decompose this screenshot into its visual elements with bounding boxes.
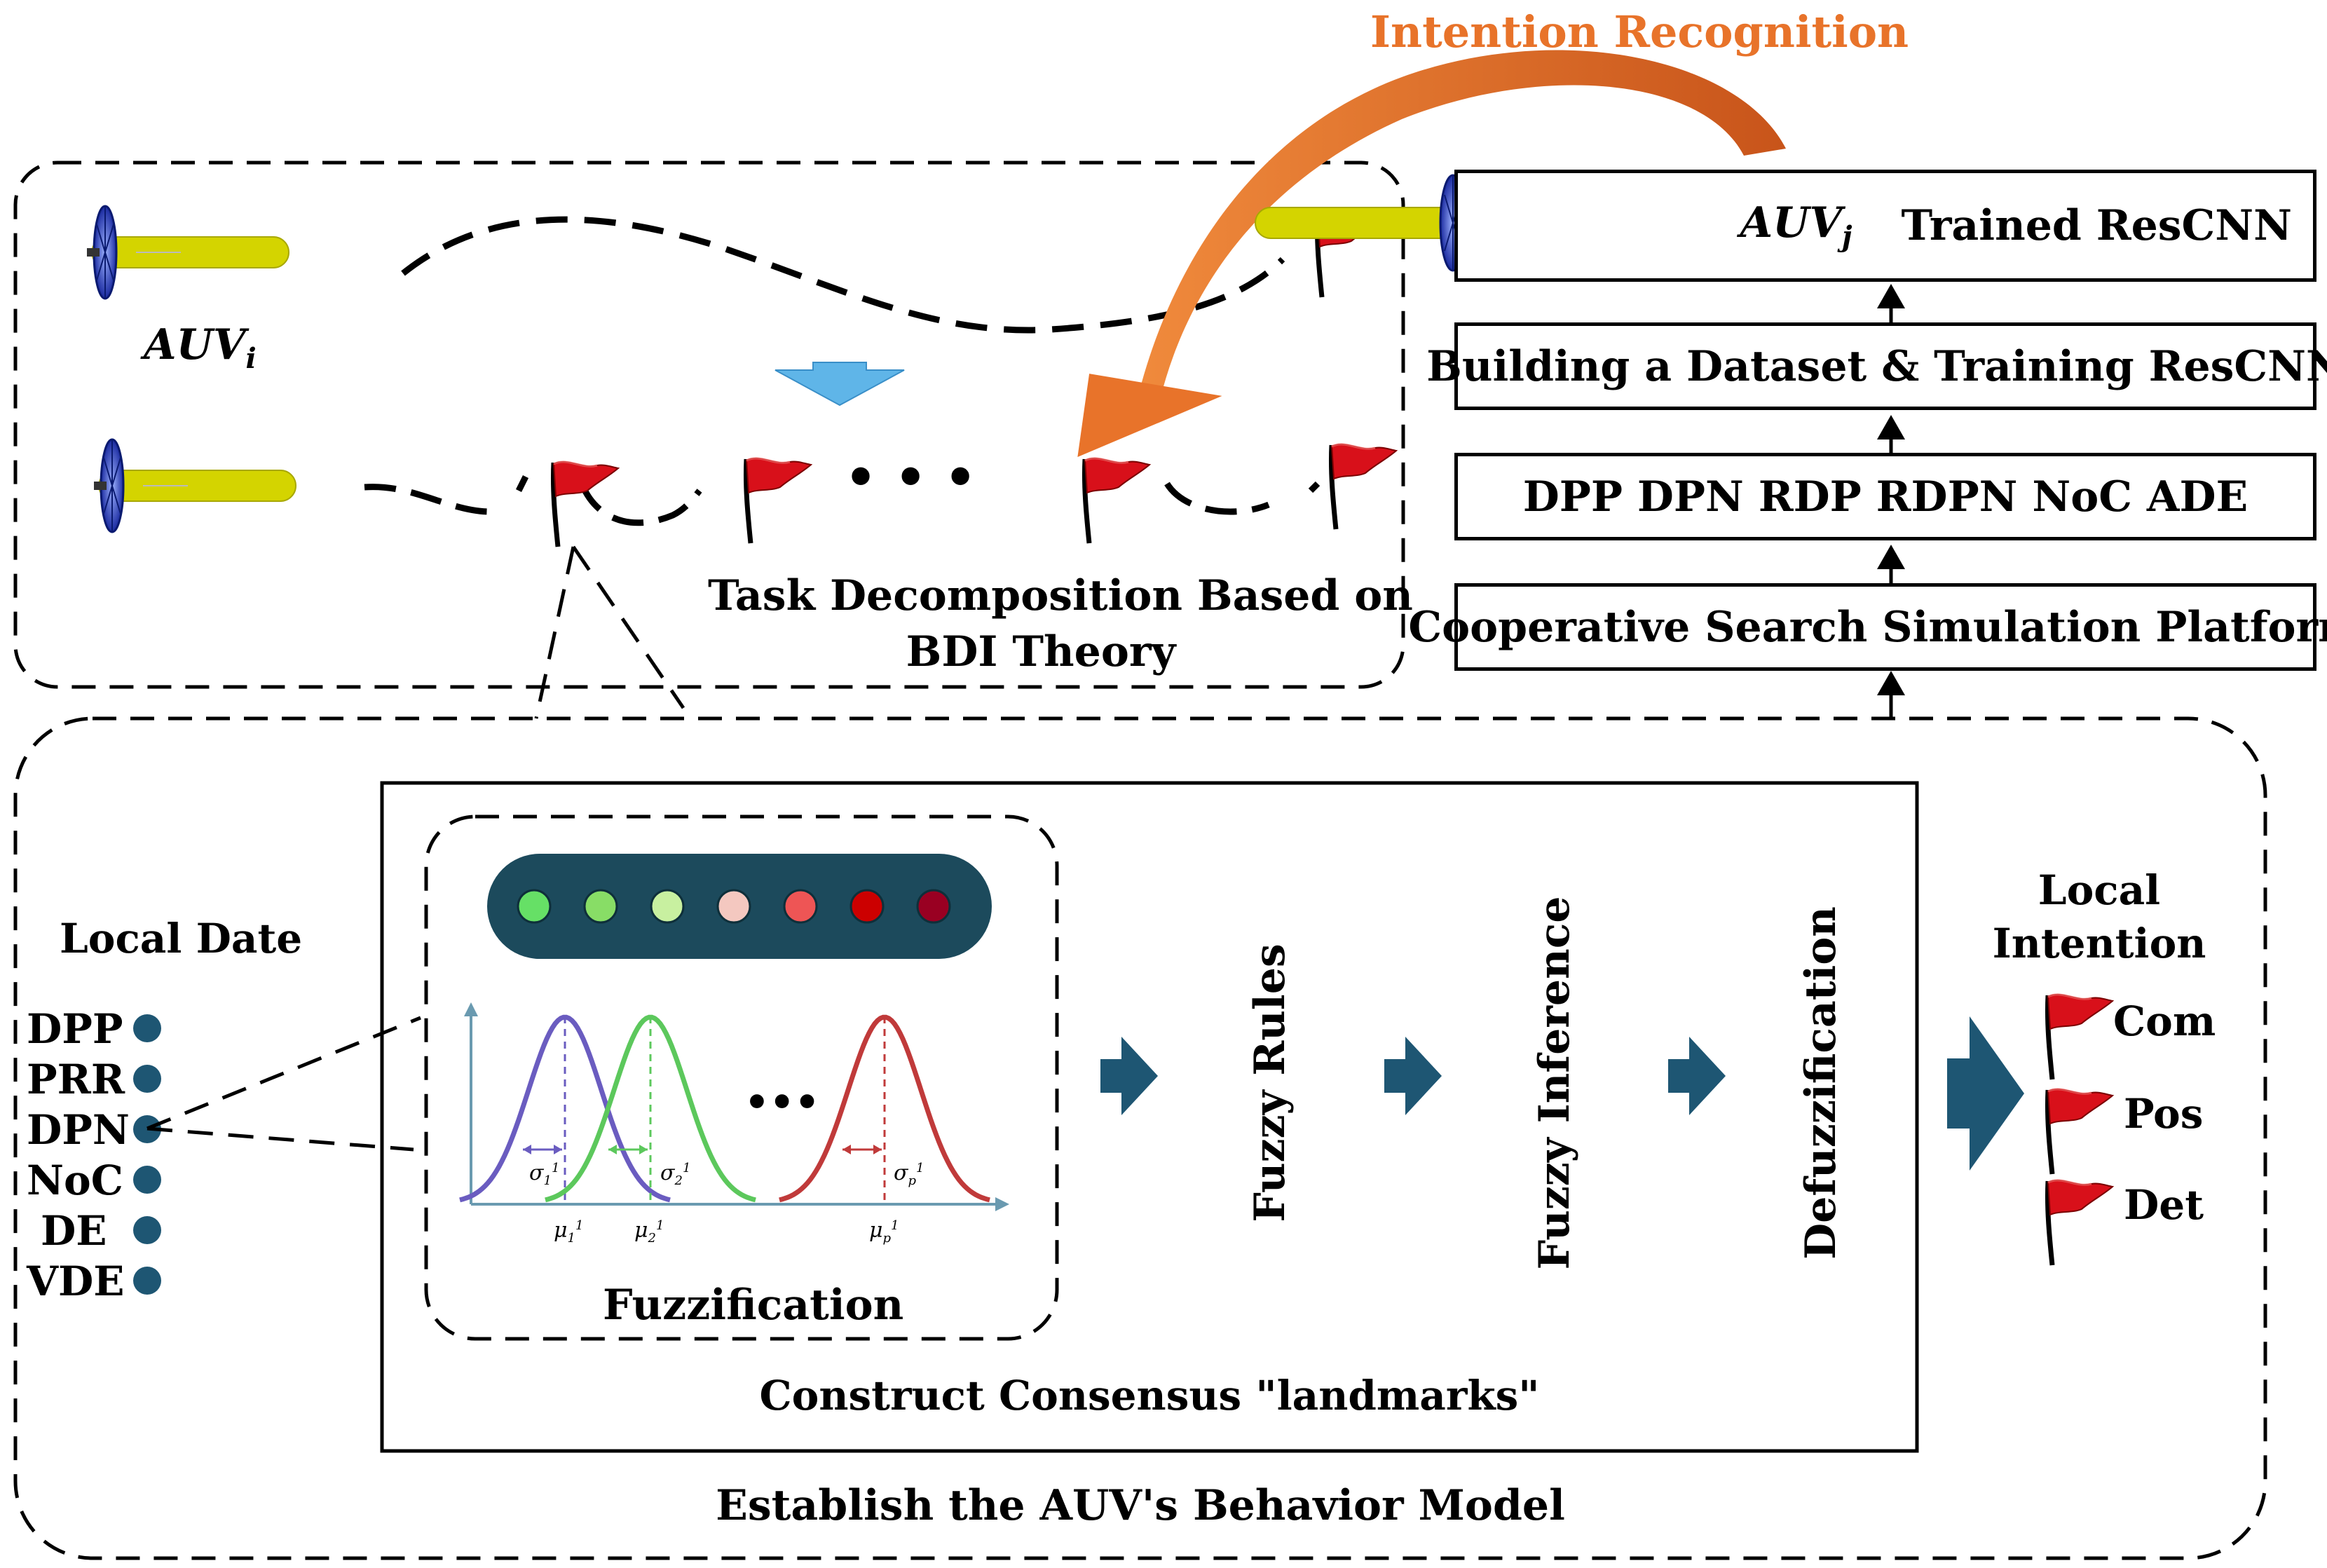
intention-arrow-head [1077,374,1222,457]
subgoal-flag-icon-2 [746,458,811,543]
auv-i-decomposed-icon [93,438,297,533]
behavior-panel-border [13,716,2267,1560]
sub-trajectory-2 [578,482,702,526]
intention-recognition-title: Intention Recognition [1370,6,1909,57]
subgoal-flag-icon-4 [1331,444,1396,529]
stage-defuzzification: Defuzzification [1796,906,1845,1260]
mup-label: μp1 [869,1218,899,1246]
local-data-item: PRR [27,1056,125,1103]
trained-rescnn-box: AUVj Trained ResCNN [1454,170,2316,282]
local-data-dot [133,1065,161,1093]
stage-fuzzy-inference: Fuzzy Inference [1530,896,1579,1270]
stage-arrow-2 [1384,1037,1442,1115]
auv-j-label: AUVj [1740,198,1852,253]
local-intention-title: Local Intention [1992,866,2206,967]
pipeline-arrow-3 [1877,284,1905,308]
pipeline-arrow-1 [1877,545,1905,569]
task-panel-border [13,161,1405,689]
pipeline-arrow-2 [1877,415,1905,439]
sub-trajectory-3 [1164,482,1270,515]
membership-led [716,889,751,924]
local-data-list: DPP PRR DPN NoC DE VDE [27,1004,130,1307]
membership-led [783,889,818,924]
fuzzification-label: Fuzzification [603,1281,904,1330]
local-data-item: NoC [27,1157,123,1204]
intention-flag-icon-pos [2047,1089,2113,1174]
task-caption: Task Decomposition Based on BDI Theory [708,571,1413,676]
output-arrow [1947,1016,2024,1171]
intention-flag-icon-com [2047,995,2113,1079]
dataset-training-box: Building a Dataset & Training ResCNN [1426,322,2327,410]
original-trajectory [401,216,1285,334]
led-group [517,889,951,924]
stage-arrow-3 [1668,1037,1726,1115]
sigma2-label: σ21 [660,1161,691,1188]
sigmap-label: σp1 [894,1161,924,1188]
sigma1-label: σ11 [529,1161,560,1188]
simulation-platform-box: Cooperative Search Simulation Platform [1408,583,2327,671]
sub-trajectory-tick [515,475,529,493]
membership-led [517,889,552,924]
dots-ellipsis: • • • [845,447,977,507]
intention-flag-icon-det [2047,1180,2113,1265]
flag-connector-left [534,546,575,719]
local-data-item: DE [41,1207,107,1255]
mu2-label: μ21 [634,1218,664,1246]
local-data-item: DPP [27,1005,123,1053]
stage-arrow-1 [1100,1037,1158,1115]
membership-curves [459,1014,990,1204]
subgoal-flag-icon-3 [1084,458,1149,543]
intention-arrow-body [1139,50,1786,400]
local-data-item: VDE [27,1257,125,1305]
membership-led [650,889,685,924]
local-data-item: DPN [27,1106,130,1154]
down-arrow-icon [774,362,905,407]
consensus-box [380,781,1919,1453]
intention-pos: Pos [2124,1090,2204,1138]
flag-connector-right [571,545,685,709]
dpn-connector-top [146,1016,421,1131]
subgoal-flag-icon-1 [553,462,618,547]
behavior-model-title: Establish the AUV's Behavior Model [716,1481,1565,1530]
sub-trajectory-1 [364,484,491,515]
sub-trajectory-tick-2 [1308,481,1321,493]
local-data-dot [133,1267,161,1295]
pipeline-arrow-0 [1877,671,1905,695]
membership-led [849,889,885,924]
membership-led [916,889,951,924]
intention-det: Det [2124,1181,2204,1229]
local-data-dot [133,1014,161,1042]
membership-led [583,889,618,924]
local-data-dot [133,1216,161,1244]
curve-ellipsis: ••• [744,1079,820,1126]
features-box: DPP DPN RDP RDPN NoC ADE [1454,453,2316,540]
local-data-dots [133,1014,161,1295]
stage-fuzzy-rules: Fuzzy Rules [1246,943,1295,1222]
fuzzification-panel [424,814,1059,1341]
consensus-title: Construct Consensus "landmarks" [759,1372,1540,1419]
auv-i-label: AUVi [144,320,257,375]
intention-com: Com [2113,997,2216,1045]
mu1-label: μ11 [554,1218,584,1246]
local-data-dot [133,1166,161,1194]
trained-rescnn-label: Trained ResCNN [1901,201,2292,250]
local-data-title: Local Date [60,915,303,962]
auv-i-icon [86,205,290,300]
dpn-connector-bottom [146,1126,414,1152]
